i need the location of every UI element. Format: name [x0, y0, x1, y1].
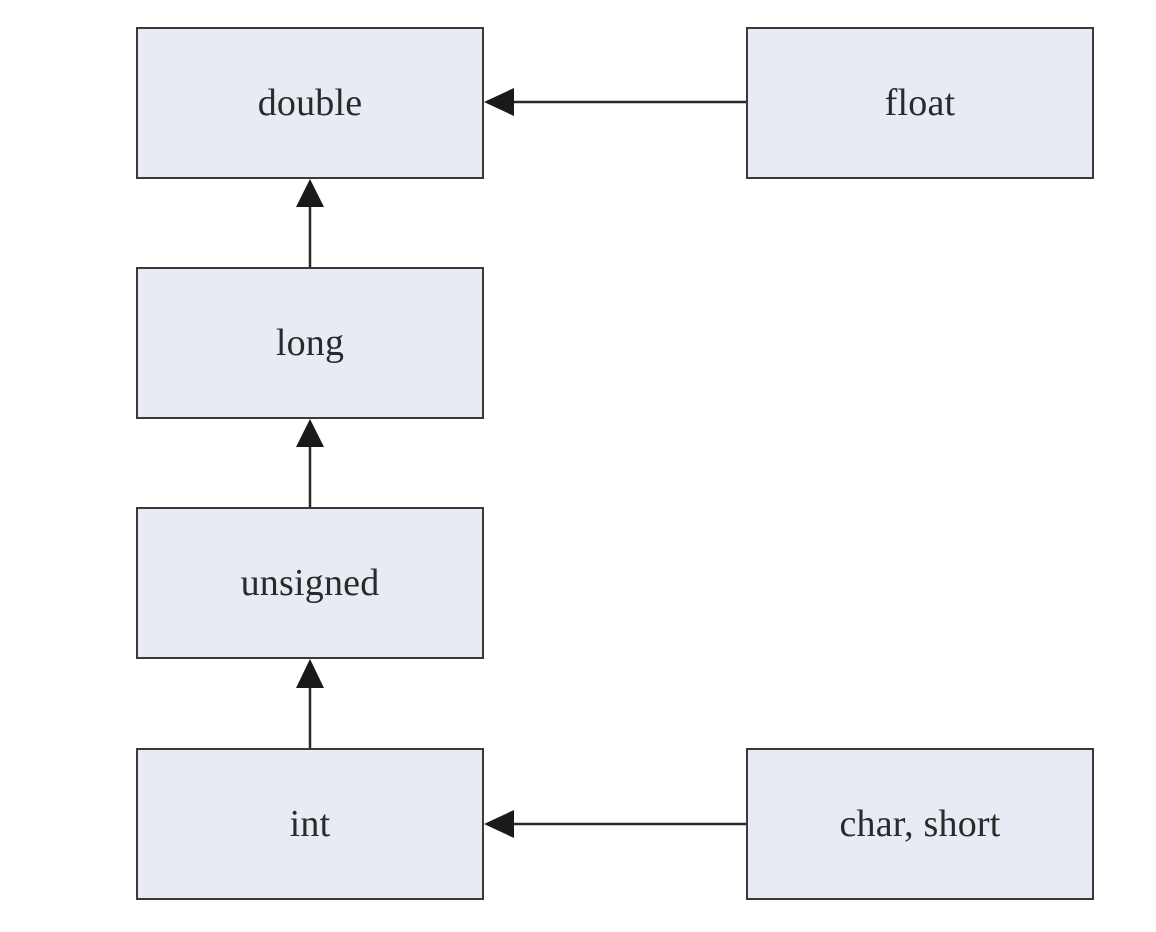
node-float-label: float [884, 82, 956, 124]
edge-int-to-unsigned [296, 659, 324, 748]
arrowhead-icon [296, 659, 324, 688]
node-char-short-label: char, short [839, 803, 1001, 845]
node-unsigned-label: unsigned [240, 562, 380, 604]
edge-long-to-double [296, 179, 324, 267]
edge-unsigned-to-long [296, 419, 324, 507]
node-char-short: char, short [746, 748, 1094, 900]
node-long-label: long [275, 322, 345, 364]
arrowhead-icon [296, 179, 324, 207]
edge-char-short-to-int [484, 810, 746, 838]
edge-float-to-double [484, 88, 746, 116]
arrowhead-icon [484, 810, 514, 838]
node-int: int [136, 748, 484, 900]
node-double: double [136, 27, 484, 179]
node-float: float [746, 27, 1094, 179]
node-double-label: double [257, 82, 363, 124]
arrowhead-icon [484, 88, 514, 116]
node-long: long [136, 267, 484, 419]
arrowhead-icon [296, 419, 324, 447]
node-int-label: int [289, 803, 331, 845]
node-unsigned: unsigned [136, 507, 484, 659]
